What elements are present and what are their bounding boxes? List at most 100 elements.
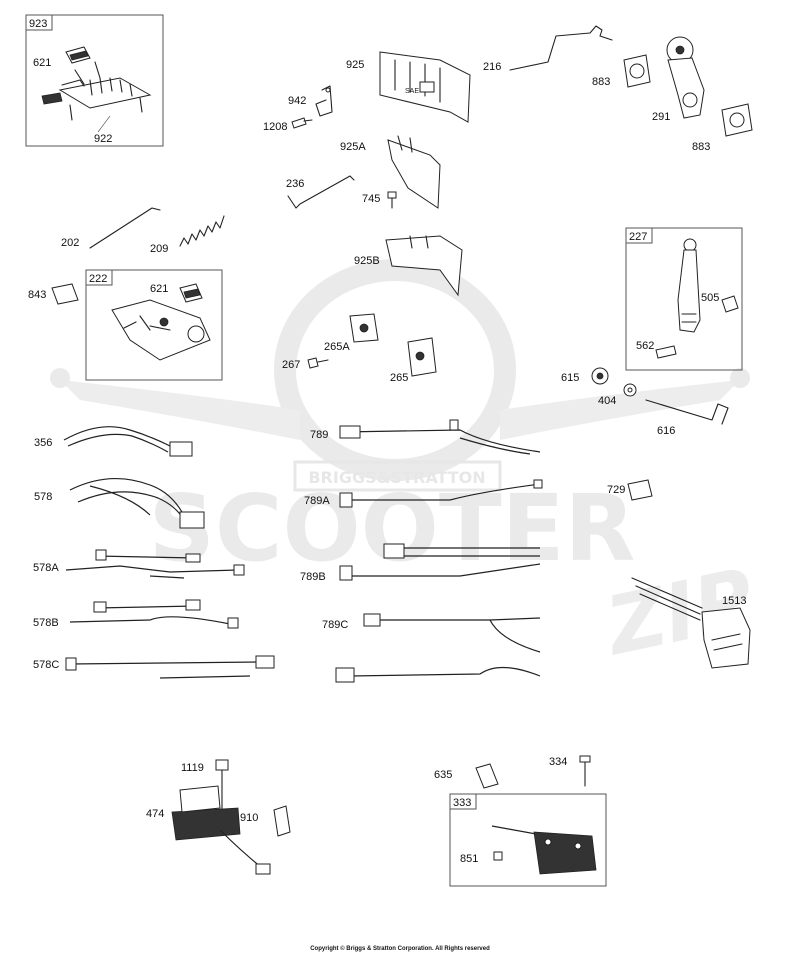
label-202: 202 [61, 237, 79, 249]
part-615-gear[interactable] [591, 367, 609, 385]
part-578b-wire-harness[interactable] [69, 599, 239, 629]
part-291-choke-lever[interactable] [666, 36, 705, 119]
part-616-shaft[interactable] [645, 399, 729, 425]
part-883-gasket-a[interactable] [623, 54, 651, 88]
watermark-badge: BRIGGS&STRATTON [308, 468, 485, 487]
part-578-wire-harness[interactable] [69, 478, 205, 529]
part-265a-bracket[interactable] [349, 313, 379, 343]
label-562: 562 [636, 340, 654, 352]
part-1208-screw[interactable] [291, 117, 313, 129]
part-236-rod[interactable] [287, 175, 355, 209]
label-851: 851 [460, 853, 478, 865]
part-562-pin[interactable] [655, 345, 677, 359]
part-333-switch[interactable] [491, 825, 597, 875]
part-265-bracket[interactable] [407, 337, 437, 377]
part-789b-wire-harness[interactable] [339, 543, 541, 581]
label-227: 227 [629, 231, 647, 243]
label-1119: 1119 [181, 762, 204, 774]
label-621b: 621 [150, 283, 168, 295]
label-1208: 1208 [263, 121, 287, 133]
label-578a: 578A [33, 562, 59, 574]
label-922: 922 [94, 133, 112, 145]
label-925b: 925B [354, 255, 380, 267]
part-505-nut[interactable] [721, 295, 739, 313]
part-925b-air-guide[interactable] [385, 235, 463, 297]
label-334: 334 [549, 756, 567, 768]
label-333: 333 [453, 797, 471, 809]
part-922-governor-bracket[interactable] [41, 61, 152, 121]
label-789c: 789C [322, 619, 348, 631]
part-942-link-bracket[interactable] [315, 85, 333, 117]
part-883-gasket-b[interactable] [721, 103, 753, 137]
part-578a-wire-harness[interactable] [65, 549, 245, 579]
label-616: 616 [657, 425, 675, 437]
part-334-screw[interactable] [579, 755, 591, 787]
label-578: 578 [34, 491, 52, 503]
label-789: 789 [310, 429, 328, 441]
sae-stamp: SAE [405, 88, 419, 95]
label-615: 615 [561, 372, 579, 384]
label-883b: 883 [692, 141, 710, 153]
part-209-spring[interactable] [179, 215, 225, 247]
label-356: 356 [34, 437, 52, 449]
part-216-rod[interactable] [509, 25, 613, 71]
label-505: 505 [701, 292, 719, 304]
part-578c-wire-harness[interactable] [65, 655, 275, 679]
part-222-control-bracket[interactable] [111, 299, 211, 361]
part-267-screw[interactable] [307, 357, 329, 369]
part-635-cap[interactable] [475, 763, 499, 789]
kit-box-923[interactable]: 923 [25, 14, 164, 147]
part-474-ignition-coil[interactable] [171, 785, 271, 875]
label-745: 745 [362, 193, 380, 205]
label-222: 222 [89, 273, 107, 285]
part-227-lever-arm[interactable] [677, 238, 701, 333]
part-202-link-rod[interactable] [89, 207, 161, 249]
part-745-screw[interactable] [387, 191, 397, 209]
label-578b: 578B [33, 617, 59, 629]
label-925: 925 [346, 59, 364, 71]
label-265a: 265A [324, 341, 350, 353]
part-925-air-guide[interactable]: SAE [379, 51, 471, 123]
part-851-screw[interactable] [493, 851, 503, 861]
part-789-wire-harness[interactable] [339, 419, 541, 455]
part-356-wire-harness[interactable] [63, 426, 193, 457]
label-404: 404 [598, 395, 616, 407]
label-621a: 621 [33, 57, 51, 69]
label-474: 474 [146, 808, 164, 820]
part-404-washer[interactable] [623, 383, 637, 397]
part-789c-wire-harness[interactable] [335, 613, 541, 683]
part-925a-air-guide[interactable] [387, 135, 441, 209]
part-789a-wire-harness[interactable] [339, 479, 543, 508]
label-883a: 883 [592, 76, 610, 88]
label-925a: 925A [340, 141, 366, 153]
label-789a: 789A [304, 495, 330, 507]
label-267: 267 [282, 359, 300, 371]
part-843-cap[interactable] [51, 283, 79, 305]
label-635: 635 [434, 769, 452, 781]
part-729-clamp[interactable] [627, 479, 653, 501]
label-910: 910 [240, 812, 258, 824]
watermark-text: SCOOTER [149, 475, 636, 582]
part-910-spark-boot[interactable] [273, 805, 291, 837]
label-265: 265 [390, 372, 408, 384]
label-729: 729 [607, 484, 625, 496]
label-942: 942 [288, 95, 306, 107]
kit-box-222[interactable]: 222 [85, 269, 223, 381]
kit-box-227[interactable]: 227 [625, 227, 743, 371]
part-1513-switch-assembly[interactable] [631, 577, 751, 669]
part-621-clip-a[interactable] [65, 46, 91, 64]
label-923: 923 [29, 18, 47, 30]
label-789b: 789B [300, 571, 326, 583]
label-209: 209 [150, 243, 168, 255]
label-1513: 1513 [722, 595, 746, 607]
label-236: 236 [286, 178, 304, 190]
copyright-notice: Copyright © Briggs & Stratton Corporatio… [310, 945, 490, 952]
label-578c: 578C [33, 659, 59, 671]
part-621-clip-b[interactable] [179, 283, 203, 303]
label-216: 216 [483, 61, 501, 73]
kit-box-333[interactable]: 333 [449, 793, 607, 887]
label-843: 843 [28, 289, 46, 301]
watermark: BRIGGS&STRATTON SCOOTER ZIP [50, 259, 762, 674]
label-291: 291 [652, 111, 670, 123]
